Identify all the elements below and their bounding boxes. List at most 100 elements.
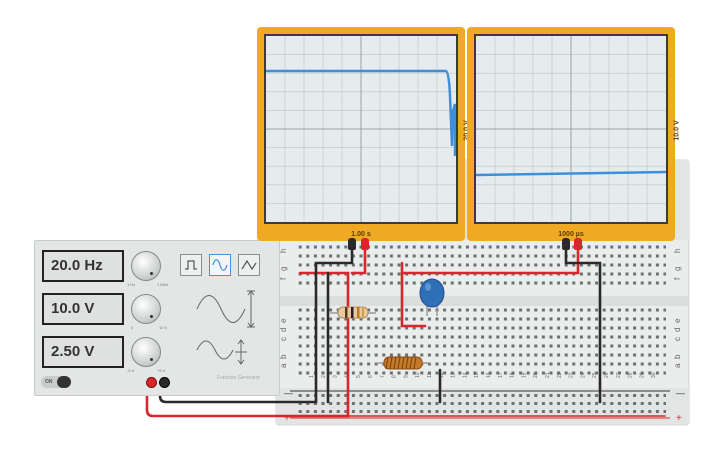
svg-text:d: d [673,328,682,332]
scope2-ground-probe[interactable] [562,238,570,250]
column-number: 25 [592,372,598,378]
column-number: 30 [651,372,657,378]
svg-text:a: a [673,363,682,368]
column-number: 15 [474,372,480,378]
oscilloscope-1-graph [266,36,456,222]
oscilloscope-2: 1000 µs 10.0 V [467,27,680,241]
rail-plus-label: + [284,413,290,424]
oscilloscope-2-graph [476,36,666,222]
wire-red-capacitor [400,261,427,328]
rail-minus-label: — [284,388,293,398]
column-number: 21 [545,372,551,378]
wire-black-scope2-ground [564,246,602,404]
oscilloscope-2-voltscale: 10.0 V [673,120,681,141]
column-number: 20 [533,372,539,378]
wire-red-scope2-probe [400,246,580,275]
breadboard-holes-top[interactable] [296,243,666,288]
svg-text:h: h [279,249,288,253]
oscilloscope-2-timebase: 1000 µs [558,231,584,238]
svg-text:a: a [279,363,288,368]
column-number: 17 [498,372,504,378]
amplitude-knob[interactable] [131,294,161,324]
square-wave-button[interactable] [180,254,202,276]
svg-text:d: d [279,328,288,332]
column-number: 23 [569,372,575,378]
column-number: 5 [356,375,362,378]
power-label: ON [45,379,53,385]
column-number: 22 [557,372,563,378]
column-number: 11 [427,373,433,378]
rail-plus-label-right: + [676,413,682,424]
inductor[interactable] [376,356,430,370]
generator-positive-terminal[interactable] [146,377,157,388]
column-number: 18 [510,372,516,378]
column-number: 13 [451,372,457,378]
oscilloscope-1-screen [264,34,458,224]
column-number: 2 [321,375,327,378]
column-number: 14 [462,372,468,378]
offset-knob[interactable] [131,337,161,367]
offset-display: 2.50 V [42,336,124,368]
oscilloscope-2-screen [474,34,668,224]
square-wave-icon [185,260,197,270]
amp-knob-max: 10 V [159,325,168,330]
svg-text:g: g [279,267,288,271]
svg-text:e: e [673,318,682,323]
sine-wave-button[interactable] [209,254,231,276]
freq-knob-max: 1 MHz [157,282,169,287]
brand-label: Function Generator [217,375,261,381]
column-number: 16 [486,372,492,378]
svg-text:h: h [673,249,682,253]
row-labels: h f g e d c b a h g f e d c b a [279,249,682,368]
column-number: 6 [368,375,374,378]
oscilloscope-1-trace [266,69,456,156]
svg-text:e: e [279,318,288,323]
triangle-wave-button[interactable] [238,254,260,276]
svg-text:f: f [673,277,682,280]
power-switch[interactable]: ON [41,376,71,388]
column-number: 29 [639,372,645,378]
scope2-signal-probe[interactable] [574,238,582,250]
column-number: 1 [309,375,315,378]
column-number: 10 [415,372,421,378]
rail-minus-label-right: — [676,388,685,398]
generator-negative-terminal[interactable] [159,377,170,388]
oscilloscope-2-trace [476,170,666,177]
amplitude-indicator-icon [196,290,255,328]
oscilloscope-1-timebase: 1.00 s [351,231,371,238]
svg-text:f: f [279,277,288,280]
column-number: 12 [439,372,445,378]
column-number: 3 [333,375,339,378]
breadboard-center-channel [276,296,689,306]
wire-red-scope1-probe [350,246,367,275]
column-number: 28 [628,372,634,378]
svg-text:c: c [279,337,288,341]
column-number: 19 [521,372,527,378]
column-number: 7 [380,375,386,378]
column-number: 26 [604,372,610,378]
scope1-ground-probe[interactable] [348,238,356,250]
breadboard-rail-holes[interactable] [296,393,666,415]
wire-red-generator-signal [145,271,350,418]
scope1-signal-probe[interactable] [361,238,369,250]
power-switch-knob [57,376,71,388]
frequency-knob[interactable] [131,251,161,281]
column-number: 27 [616,372,622,378]
column-number: 8 [392,375,398,378]
amp-knob-min: 0 [131,325,134,330]
wires[interactable] [145,246,666,418]
freq-knob-min: 1 Hz [127,282,136,287]
capacitor[interactable] [419,278,445,316]
svg-text:b: b [673,354,682,359]
wire-black-generator-ground [158,246,354,404]
resistor[interactable] [330,306,376,319]
offset-knob-max: +5 V [157,368,166,373]
offset-indicator-icon [196,339,247,365]
svg-text:c: c [673,337,682,341]
triangle-wave-icon [241,259,257,271]
offset-knob-min: -5 V [127,368,135,373]
amplitude-display: 10.0 V [42,293,124,325]
svg-text:g: g [673,267,682,271]
sine-wave-icon [212,259,228,271]
frequency-display: 20.0 Hz [42,250,124,282]
